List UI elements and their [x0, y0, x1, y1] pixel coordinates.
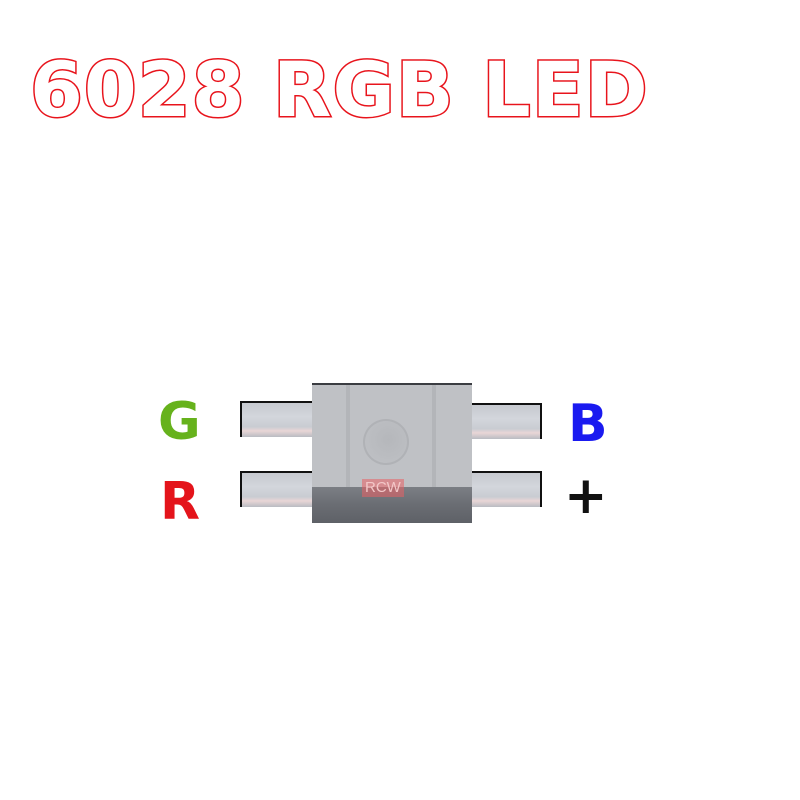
pin-label-green: G — [158, 392, 201, 452]
body-edge-right — [432, 385, 436, 495]
body-marking: RCW — [362, 479, 404, 497]
pin-label-blue: B — [568, 394, 608, 454]
body-edge-left — [346, 385, 350, 495]
lead-green — [240, 401, 316, 437]
led-body: RCW — [312, 383, 472, 523]
pin-label-positive: + — [564, 466, 608, 526]
pin-label-red: R — [160, 472, 201, 532]
lead-positive — [468, 471, 542, 507]
title: 6028 RGB LED — [29, 45, 650, 134]
lead-red — [240, 471, 316, 507]
led-lens — [363, 419, 409, 465]
lead-blue — [468, 403, 542, 439]
